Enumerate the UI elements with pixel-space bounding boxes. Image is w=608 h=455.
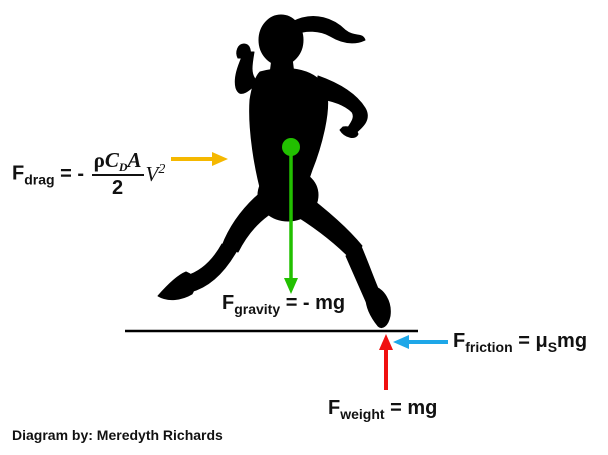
friction-rest: mg xyxy=(557,330,588,352)
c-symbol: C xyxy=(104,148,119,172)
weight-sub: weight xyxy=(340,406,385,422)
weight-f: F xyxy=(328,397,341,419)
c-subscript: D xyxy=(118,160,128,174)
drag-numerator: ρCDA xyxy=(91,148,144,176)
gravity-rest: = - mg xyxy=(280,292,346,314)
drag-eq: = - xyxy=(54,163,85,185)
friction-mu: = μ xyxy=(512,330,548,352)
runner-silhouette-icon xyxy=(157,14,391,329)
friction-sub: friction xyxy=(465,339,513,355)
drag-f: F xyxy=(12,162,25,185)
gravity-arrow xyxy=(284,150,298,294)
friction-arrow xyxy=(393,335,448,349)
drag-denominator: 2 xyxy=(111,177,124,199)
weight-arrow xyxy=(379,334,393,390)
diagram-credit: Diagram by: Meredyth Richards xyxy=(12,427,223,443)
velocity-term: V2 xyxy=(146,162,166,186)
gravity-force-label: Fgravity = - mg xyxy=(222,293,345,316)
friction-force-label: Ffriction = μSmg xyxy=(453,331,587,354)
friction-f: F xyxy=(453,330,466,352)
weight-force-label: Fweight = mg xyxy=(328,398,437,421)
drag-force-label: Fdrag = - ρCDA 2 V2 xyxy=(12,148,166,199)
friction-mu-sub: S xyxy=(547,339,558,355)
drag-sub: drag xyxy=(24,171,55,188)
weight-rest: = mg xyxy=(384,397,438,419)
gravity-f: F xyxy=(222,292,235,314)
v-exponent: 2 xyxy=(158,162,166,177)
a-symbol: A xyxy=(127,148,142,172)
rho-symbol: ρ xyxy=(93,148,105,172)
center-of-mass-dot-icon xyxy=(282,138,300,156)
v-symbol: V xyxy=(145,162,159,186)
drag-arrow xyxy=(171,152,228,166)
gravity-sub: gravity xyxy=(234,301,281,317)
drag-fraction: ρCDA 2 xyxy=(91,148,144,199)
